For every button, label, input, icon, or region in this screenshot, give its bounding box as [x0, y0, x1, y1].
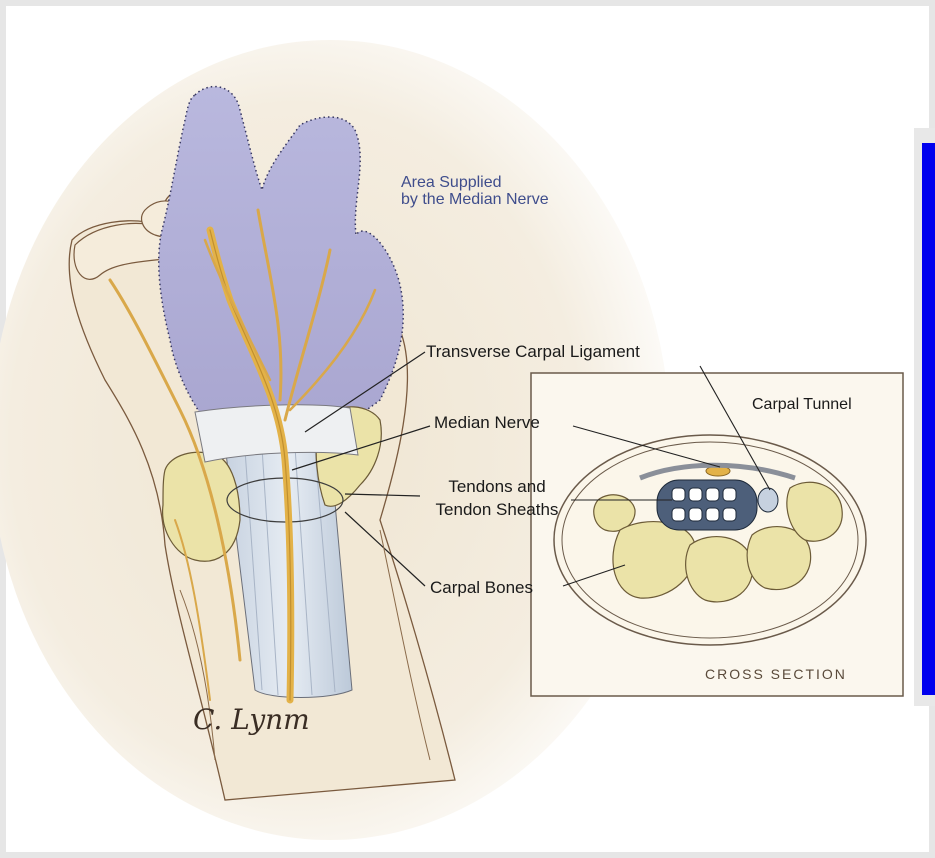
carpal-bone-left: [163, 452, 240, 561]
label-area-supplied-line2: by the Median Nerve: [401, 191, 549, 208]
label-transverse-carpal-ligament: Transverse Carpal Ligament: [426, 342, 640, 362]
label-area-supplied-line1: Area Supplied: [401, 174, 502, 191]
tunnel-tendon-right: [758, 488, 778, 512]
artist-signature: C. Lynm: [193, 710, 310, 730]
label-tendons-line1: Tendons and: [412, 477, 582, 497]
label-carpal-bones: Carpal Bones: [430, 578, 533, 598]
label-cross-section: CROSS SECTION: [705, 664, 847, 684]
label-tendons-line2: Tendon Sheaths: [412, 500, 582, 520]
side-panel-blue-bar: [922, 143, 935, 695]
label-median-nerve: Median Nerve: [434, 413, 540, 433]
tunnel-tendons: [657, 480, 757, 530]
label-carpal-tunnel: Carpal Tunnel: [752, 395, 852, 415]
